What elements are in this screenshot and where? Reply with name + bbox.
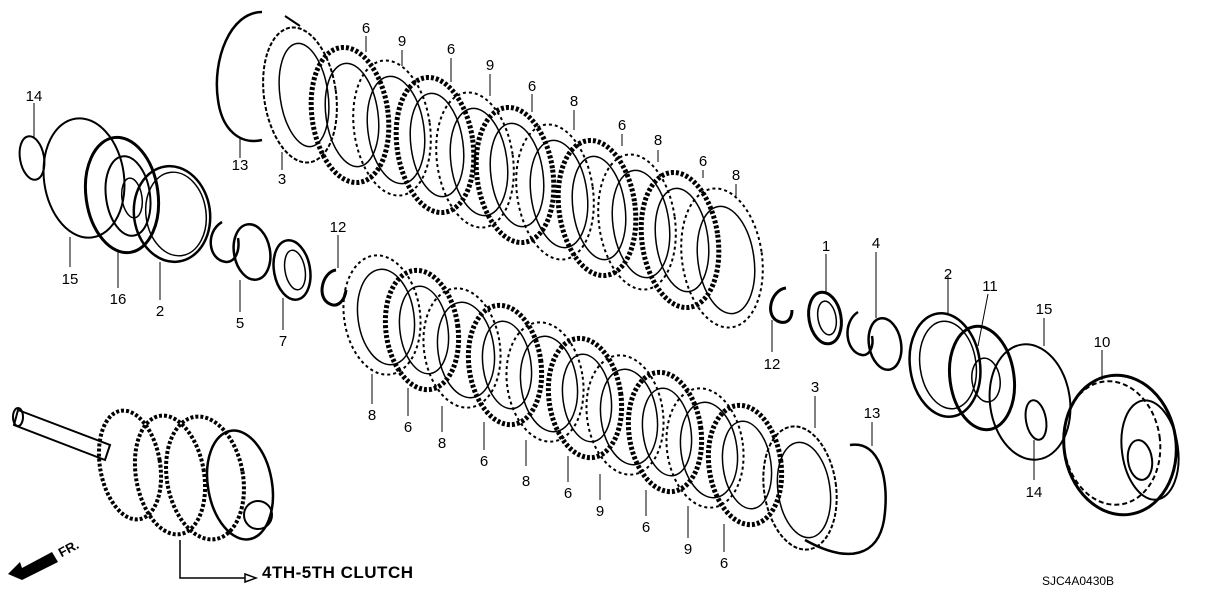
callout-8: 8 — [732, 167, 740, 184]
callout-6: 6 — [642, 519, 650, 536]
callout-leader-clutch — [179, 540, 245, 579]
disc-6-l4 — [625, 369, 705, 495]
disc-6-l1 — [382, 267, 462, 393]
plate-9-u1 — [352, 59, 432, 197]
callout-3: 3 — [278, 171, 286, 188]
callout-8: 8 — [570, 93, 578, 110]
callout-6: 6 — [528, 78, 536, 95]
callout-numbers: 14 15 16 2 5 7 12 13 3 6 9 6 9 6 8 6 8 6… — [26, 20, 1111, 572]
callout-15: 15 — [1036, 301, 1053, 318]
end-plate-3-lower — [762, 425, 838, 551]
callout-6: 6 — [404, 419, 412, 436]
left-piston-group — [18, 117, 348, 307]
callout-5: 5 — [236, 315, 244, 332]
callout-10: 10 — [1094, 334, 1111, 351]
callout-9: 9 — [486, 57, 494, 74]
disc-6-l3 — [545, 335, 625, 461]
front-direction-arrow — [8, 552, 58, 580]
disc-6-u3 — [473, 104, 557, 246]
upper-clutch-pack — [215, 10, 764, 329]
callout-11: 11 — [982, 278, 998, 295]
piston-16 — [83, 135, 161, 255]
leader-lines — [33, 36, 1103, 552]
callout-8: 8 — [438, 435, 446, 452]
callout-6: 6 — [564, 485, 572, 502]
callout-8: 8 — [522, 473, 530, 490]
snap-ring-13-upper — [215, 10, 263, 143]
thrust-washer-1 — [807, 290, 843, 346]
snap-ring-12-left — [320, 268, 348, 307]
o-ring-15-left — [42, 117, 126, 239]
callout-7: 7 — [279, 333, 287, 350]
plate-8-u2 — [597, 153, 677, 291]
plate-8-u3 — [680, 187, 764, 329]
plate-8-u1 — [515, 123, 595, 261]
disc-6-u5 — [638, 169, 722, 311]
plate-8-l2 — [422, 287, 502, 409]
callout-14: 14 — [26, 88, 43, 105]
clutch-assembly-label: 4TH-5TH CLUTCH — [262, 563, 414, 582]
disc-6-u4 — [555, 137, 639, 279]
disc-6-u2 — [393, 74, 477, 216]
callout-12: 12 — [764, 356, 781, 373]
callout-6: 6 — [447, 41, 455, 58]
clutch-drum-10 — [1062, 373, 1180, 517]
right-piston-group — [769, 286, 1180, 517]
callout-13: 13 — [232, 157, 249, 174]
callout-2: 2 — [156, 303, 164, 320]
callout-6: 6 — [480, 453, 488, 470]
lower-clutch-pack — [342, 254, 887, 556]
callout-14: 14 — [1026, 484, 1043, 501]
callout-6: 6 — [618, 117, 626, 134]
callout-9: 9 — [596, 503, 604, 520]
callout-1: 1 — [822, 238, 830, 255]
plate-9-l2 — [665, 387, 745, 509]
disc-6-u1 — [308, 44, 392, 186]
callout-3: 3 — [811, 379, 819, 396]
assembled-shaft — [12, 407, 275, 584]
callout-6: 6 — [699, 153, 707, 170]
end-plate-3-upper — [262, 26, 338, 164]
o-ring-15-right — [988, 343, 1072, 461]
callout-6: 6 — [362, 20, 370, 37]
plate-9-l1 — [585, 354, 665, 476]
snap-ring-4 — [846, 310, 903, 372]
callout-8: 8 — [368, 407, 376, 424]
washer-7 — [272, 239, 312, 301]
callout-12: 12 — [330, 219, 347, 236]
callout-8: 8 — [654, 132, 662, 149]
disc-6-l5 — [705, 402, 785, 528]
callout-2: 2 — [944, 266, 952, 283]
disc-6-l2 — [465, 302, 545, 428]
snap-ring-13-lower — [804, 443, 887, 556]
snap-ring-5 — [209, 220, 272, 282]
callout-15: 15 — [62, 271, 79, 288]
callout-6: 6 — [720, 555, 728, 572]
plate-9-u2 — [435, 91, 515, 229]
callout-9: 9 — [398, 33, 406, 50]
return-spring-2-left — [132, 164, 212, 264]
plate-8-l1 — [342, 254, 422, 376]
callout-4: 4 — [872, 235, 880, 252]
drawing-code: SJC4A0430B — [1042, 574, 1115, 588]
callout-16: 16 — [110, 291, 127, 308]
callout-13: 13 — [864, 405, 881, 422]
plate-8-l3 — [505, 321, 585, 443]
callout-9: 9 — [684, 541, 692, 558]
snap-ring-12-right — [769, 286, 794, 324]
o-ring-14-right — [1024, 399, 1048, 441]
